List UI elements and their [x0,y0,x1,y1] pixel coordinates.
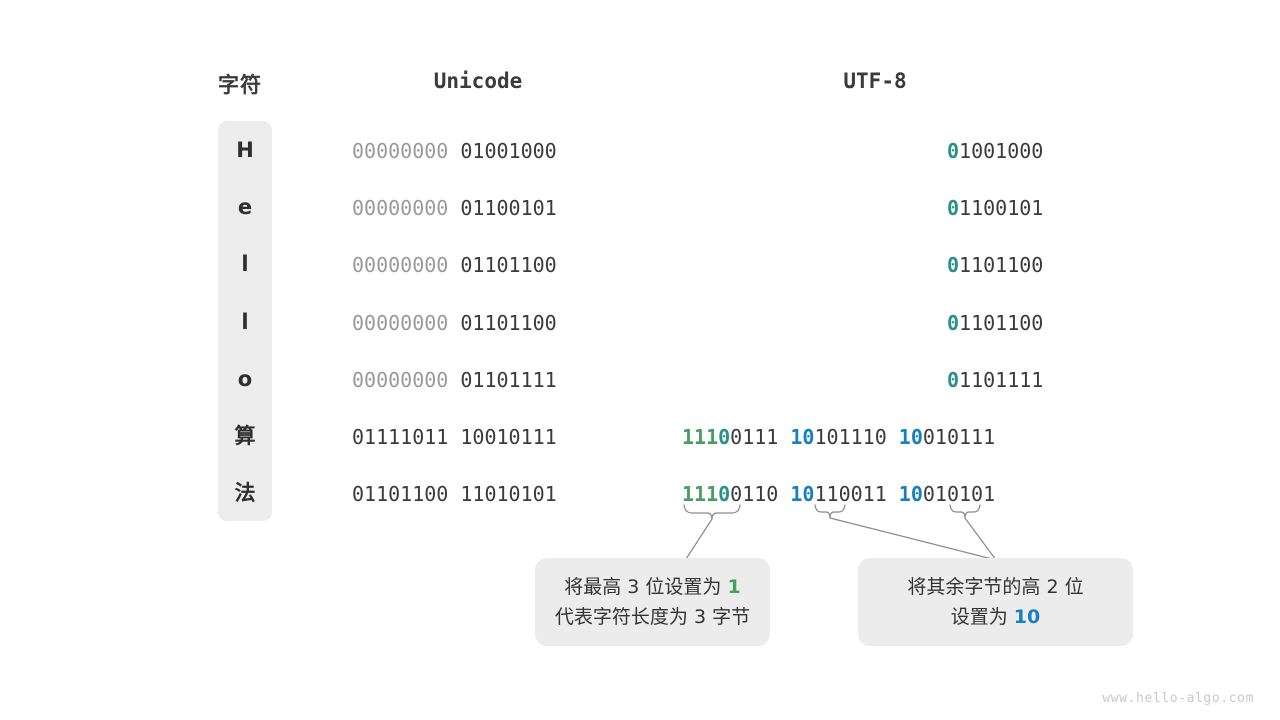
utf8-payload-bits: 1101100 [959,311,1044,335]
utf8-length-marker-bits: 111 [682,425,719,449]
character-cell: 法 [234,481,256,505]
column-header-unicode: Unicode [433,69,523,93]
utf8-length-marker-bits: 111 [682,482,719,506]
unicode-value-bits: 01100101 [460,196,557,220]
utf8-lead-bit: 0 [947,368,960,392]
utf8-lead-bit: 0 [947,253,960,277]
callout-right-line1: 将其余字节的高 2 位 [907,576,1084,598]
utf8-byte3-prefix-bits: 10 [898,482,923,506]
utf8-bits-cell: 11100110 10110011 10010101 [682,483,995,505]
utf8-bits-cell: 01101100 [947,312,1043,334]
character-cell: l [241,252,249,276]
utf8-bits-cell: 01001000 [947,140,1043,162]
unicode-padding-bits: 00000000 [352,196,461,220]
unicode-padding-bits: 00000000 [352,311,461,335]
utf8-byte-separator [887,482,899,506]
callout-leading-byte: 将最高 3 位设置为 1 代表字符长度为 3 字节 [535,558,770,646]
callout-right-line2-text: 设置为 [950,606,1014,628]
unicode-value-bits: 01101100 [460,311,557,335]
utf8-byte2-prefix-bits: 10 [790,425,815,449]
watermark: www.hello-algo.com [1102,691,1254,706]
character-cell: H [236,138,254,162]
unicode-value-bits: 01101111 [460,368,557,392]
utf8-bits-cell: 01101100 [947,254,1043,276]
utf8-byte3-payload-bits: 010111 [922,425,996,449]
unicode-value-bits: 01001000 [460,139,557,163]
callout-right-value: 10 [1013,606,1041,628]
character-cell: e [237,195,253,219]
utf8-byte-separator [778,482,790,506]
utf8-byte2-payload-bits: 101110 [814,425,887,449]
unicode-padding-bits: 00000000 [352,368,461,392]
unicode-bits-cell: 00000000 01101100 [352,254,557,276]
unicode-bits-cell: 00000000 01100101 [352,197,557,219]
utf8-byte1-payload-bits: 0110 [730,482,779,506]
unicode-padding-bits: 00000000 [352,139,461,163]
unicode-value-bits: 01111011 10010111 [352,425,557,449]
utf8-payload-bits: 1101100 [959,253,1044,277]
utf8-byte3-prefix-bits: 10 [898,425,923,449]
character-cell: 算 [234,424,256,448]
column-header-character: 字符 [218,73,262,97]
unicode-bits-cell: 00000000 01101111 [352,369,557,391]
callout-continuation-byte: 将其余字节的高 2 位 设置为 10 [858,558,1133,646]
utf8-byte2-prefix-bits: 10 [790,482,815,506]
callout-left-line1: 将最高 3 位设置为 1 [564,572,740,602]
callout-right-line2: 设置为 10 [951,602,1041,632]
utf8-byte2-payload-bits: 110011 [814,482,887,506]
utf8-byte1-payload-bits: 0111 [730,425,779,449]
utf8-length-terminator-bit: 0 [718,482,731,506]
unicode-bits-cell: 00000000 01001000 [352,140,557,162]
utf8-payload-bits: 1100101 [959,196,1044,220]
character-cell: o [237,367,253,391]
character-cell: l [241,310,249,334]
utf8-byte-separator [887,425,899,449]
utf8-payload-bits: 1101111 [959,368,1044,392]
unicode-bits-cell: 01101100 11010101 [352,483,557,505]
column-header-utf8: UTF-8 [843,69,907,93]
utf8-lead-bit: 0 [947,196,960,220]
unicode-value-bits: 01101100 11010101 [352,482,557,506]
utf8-payload-bits: 1001000 [959,139,1044,163]
callout-left-line1-text: 将最高 3 位设置为 [564,576,728,598]
character-column-background [218,121,272,521]
utf8-length-terminator-bit: 0 [718,425,731,449]
unicode-bits-cell: 01111011 10010111 [352,426,557,448]
utf8-bits-cell: 01101111 [947,369,1043,391]
utf8-lead-bit: 0 [947,139,960,163]
utf8-byte-separator [778,425,790,449]
utf8-bits-cell: 01100101 [947,197,1043,219]
callout-left-line2: 代表字符长度为 3 字节 [554,606,751,628]
utf8-byte3-payload-bits: 010101 [922,482,996,506]
unicode-value-bits: 01101100 [460,253,557,277]
unicode-padding-bits: 00000000 [352,253,461,277]
callout-left-value: 1 [727,576,741,598]
utf8-lead-bit: 0 [947,311,960,335]
unicode-bits-cell: 00000000 01101100 [352,312,557,334]
utf8-bits-cell: 11100111 10101110 10010111 [682,426,995,448]
